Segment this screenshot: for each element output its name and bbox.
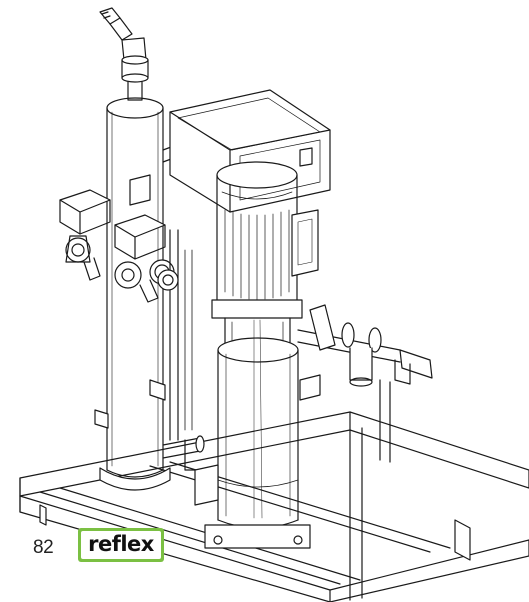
pump-motor	[211, 161, 319, 319]
vent-valve	[99, 7, 149, 101]
logo-text: reflex	[88, 531, 154, 556]
pump-body	[194, 317, 321, 549]
support-bars	[94, 229, 193, 441]
control-cabinet	[169, 89, 331, 213]
page-number: 82	[33, 537, 54, 558]
reflex-logo: reflex	[78, 528, 164, 562]
base-frame	[19, 411, 529, 602]
vessel-cylinder	[99, 97, 171, 491]
discharge-pipe	[297, 304, 433, 463]
solenoid-valves	[59, 189, 175, 303]
logo-inner: reflex	[81, 531, 161, 559]
